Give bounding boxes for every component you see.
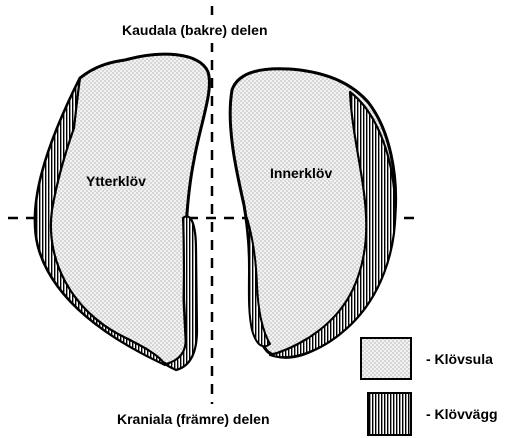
legend-wall-label: - Klövvägg	[426, 406, 498, 422]
inner-claw: Innerklöv	[230, 69, 395, 358]
legend-sole-swatch	[361, 338, 411, 379]
cranial-part-label: Kraniala (främre) delen	[117, 411, 270, 427]
legend-sole-label: - Klövsula	[426, 351, 493, 367]
legend: - Klövsula - Klövvägg	[361, 338, 498, 435]
outer-claw-shape	[35, 54, 209, 365]
legend-wall-swatch	[368, 393, 411, 435]
outer-claw: Ytterklöv	[35, 54, 209, 370]
inner-claw-label: Innerklöv	[270, 165, 332, 181]
caudal-part-label: Kaudala (bakre) delen	[122, 22, 268, 38]
outer-claw-label: Ytterklöv	[86, 173, 146, 189]
